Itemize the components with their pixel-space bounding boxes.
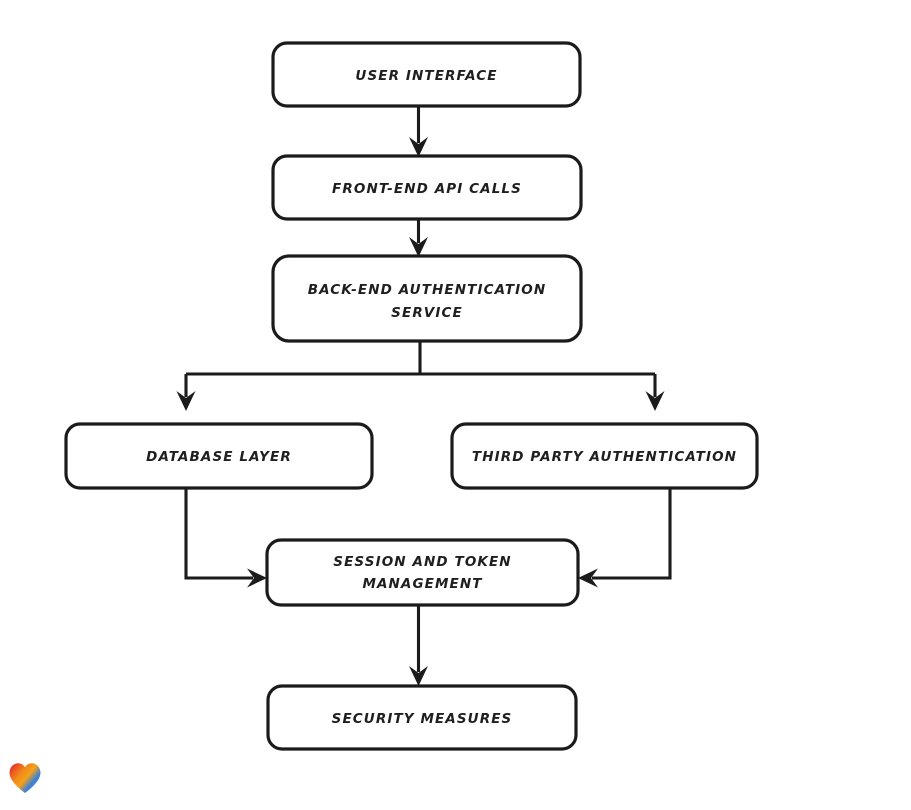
node-security-measures-shape xyxy=(266,684,578,751)
node-database-layer-shape xyxy=(64,422,374,490)
node-front-end-api-calls-shape xyxy=(271,154,583,221)
node-third-party-authentication[interactable]: THIRD PARTY AUTHENTICATION xyxy=(450,422,759,490)
edge-third-party-authentication-to-session-management xyxy=(578,488,672,588)
edge-session-management-to-security-measures xyxy=(409,605,428,686)
node-security-measures[interactable]: SECURITY MEASURES xyxy=(266,684,578,751)
edge-database-layer-to-session-management xyxy=(184,488,267,588)
edge-back-end-authentication-branch xyxy=(176,341,665,411)
node-session-and-token-management-label-line2: MANAGEMENT xyxy=(362,576,483,592)
node-back-end-authentication-service-label-line1: BACK-END AUTHENTICATION xyxy=(308,282,547,298)
node-third-party-authentication-label: THIRD PARTY AUTHENTICATION xyxy=(472,449,737,465)
node-back-end-authentication-service-label-line2: SERVICE xyxy=(391,305,463,321)
edge-user-interface-to-front-end-api-calls xyxy=(409,106,428,157)
node-session-and-token-management[interactable]: SESSION AND TOKEN MANAGEMENT xyxy=(265,538,580,607)
node-front-end-api-calls[interactable]: FRONT-END API CALLS xyxy=(271,154,583,221)
node-database-layer-label: DATABASE LAYER xyxy=(146,449,292,465)
node-back-end-authentication-service[interactable]: BACK-END AUTHENTICATION SERVICE xyxy=(271,254,583,343)
node-back-end-authentication-service-shape xyxy=(271,254,583,343)
node-third-party-authentication-shape xyxy=(450,422,759,490)
node-session-and-token-management-shape xyxy=(265,538,580,607)
node-user-interface-label: USER INTERFACE xyxy=(355,68,497,84)
node-database-layer[interactable]: DATABASE LAYER xyxy=(64,422,374,490)
node-user-interface[interactable]: USER INTERFACE xyxy=(271,41,582,108)
node-session-and-token-management-label-line1: SESSION AND TOKEN xyxy=(333,554,511,570)
edge-front-end-api-calls-to-back-end-authentication xyxy=(409,219,428,257)
gradient-heart-icon xyxy=(9,763,41,793)
node-user-interface-shape xyxy=(271,41,582,108)
node-front-end-api-calls-label: FRONT-END API CALLS xyxy=(332,181,522,197)
node-security-measures-label: SECURITY MEASURES xyxy=(332,711,513,727)
